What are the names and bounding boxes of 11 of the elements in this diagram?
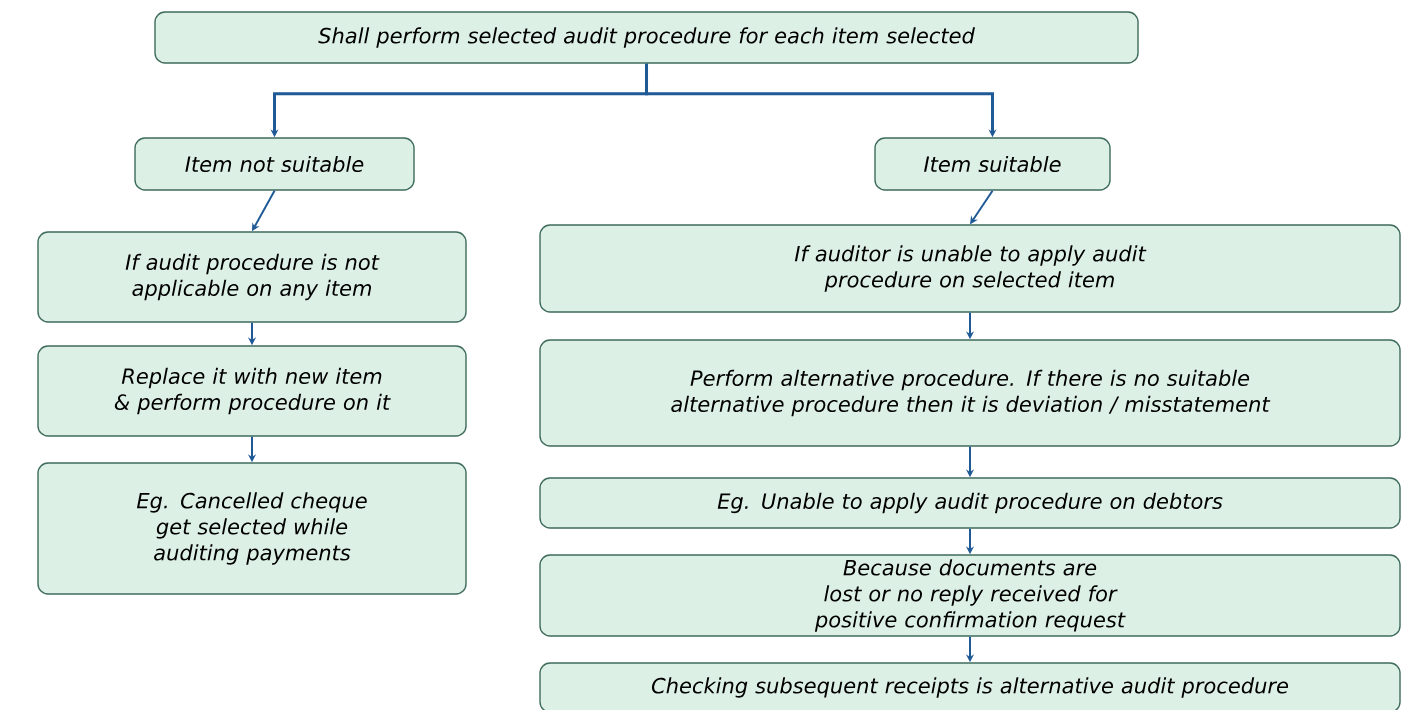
process-box: Because documents are lost or no reply received for positive confirmation request [539, 554, 1401, 637]
process-box: Perform alternative procedure. If there is no suitable alternative procedure then it is deviation / misstatement [539, 339, 1401, 447]
process-box: Item not suitable [134, 137, 415, 191]
process-box: Eg. Unable to apply audit procedure on debtors [539, 477, 1401, 529]
process-box: If auditor is unable to apply audit procedure on selected item [539, 224, 1401, 313]
process-box: Checking subsequent receipts is alternative audit procedure [539, 662, 1401, 710]
process-box: Item suitable [874, 137, 1111, 191]
process-box: Shall perform selected audit procedure for each item selected [154, 11, 1139, 64]
process-box: Replace it with new item & perform procedure on it [37, 345, 467, 437]
process-box: If audit procedure is not applicable on any item [37, 231, 467, 323]
process-box: Eg. Cancelled cheque get selected while auditing payments [37, 462, 467, 595]
